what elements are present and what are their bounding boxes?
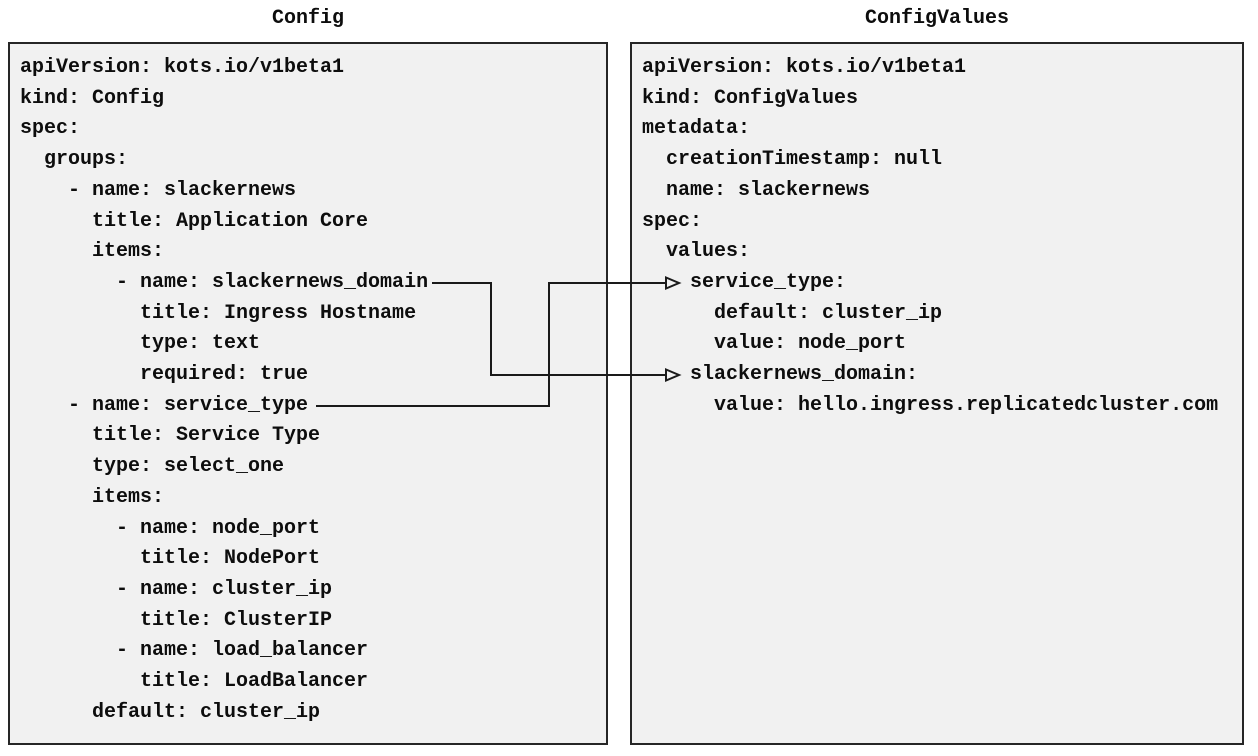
configvalues-yaml-code: apiVersion: kots.io/v1beta1 kind: Config… — [642, 56, 1219, 417]
config-yaml-code: apiVersion: kots.io/v1beta1 kind: Config… — [20, 56, 429, 724]
configvalues-panel: apiVersion: kots.io/v1beta1 kind: Config… — [630, 42, 1244, 745]
config-panel-title: Config — [271, 7, 344, 30]
config-panel: apiVersion: kots.io/v1beta1 kind: Config… — [8, 42, 608, 745]
configvalues-panel-title: ConfigValues — [864, 7, 1010, 30]
